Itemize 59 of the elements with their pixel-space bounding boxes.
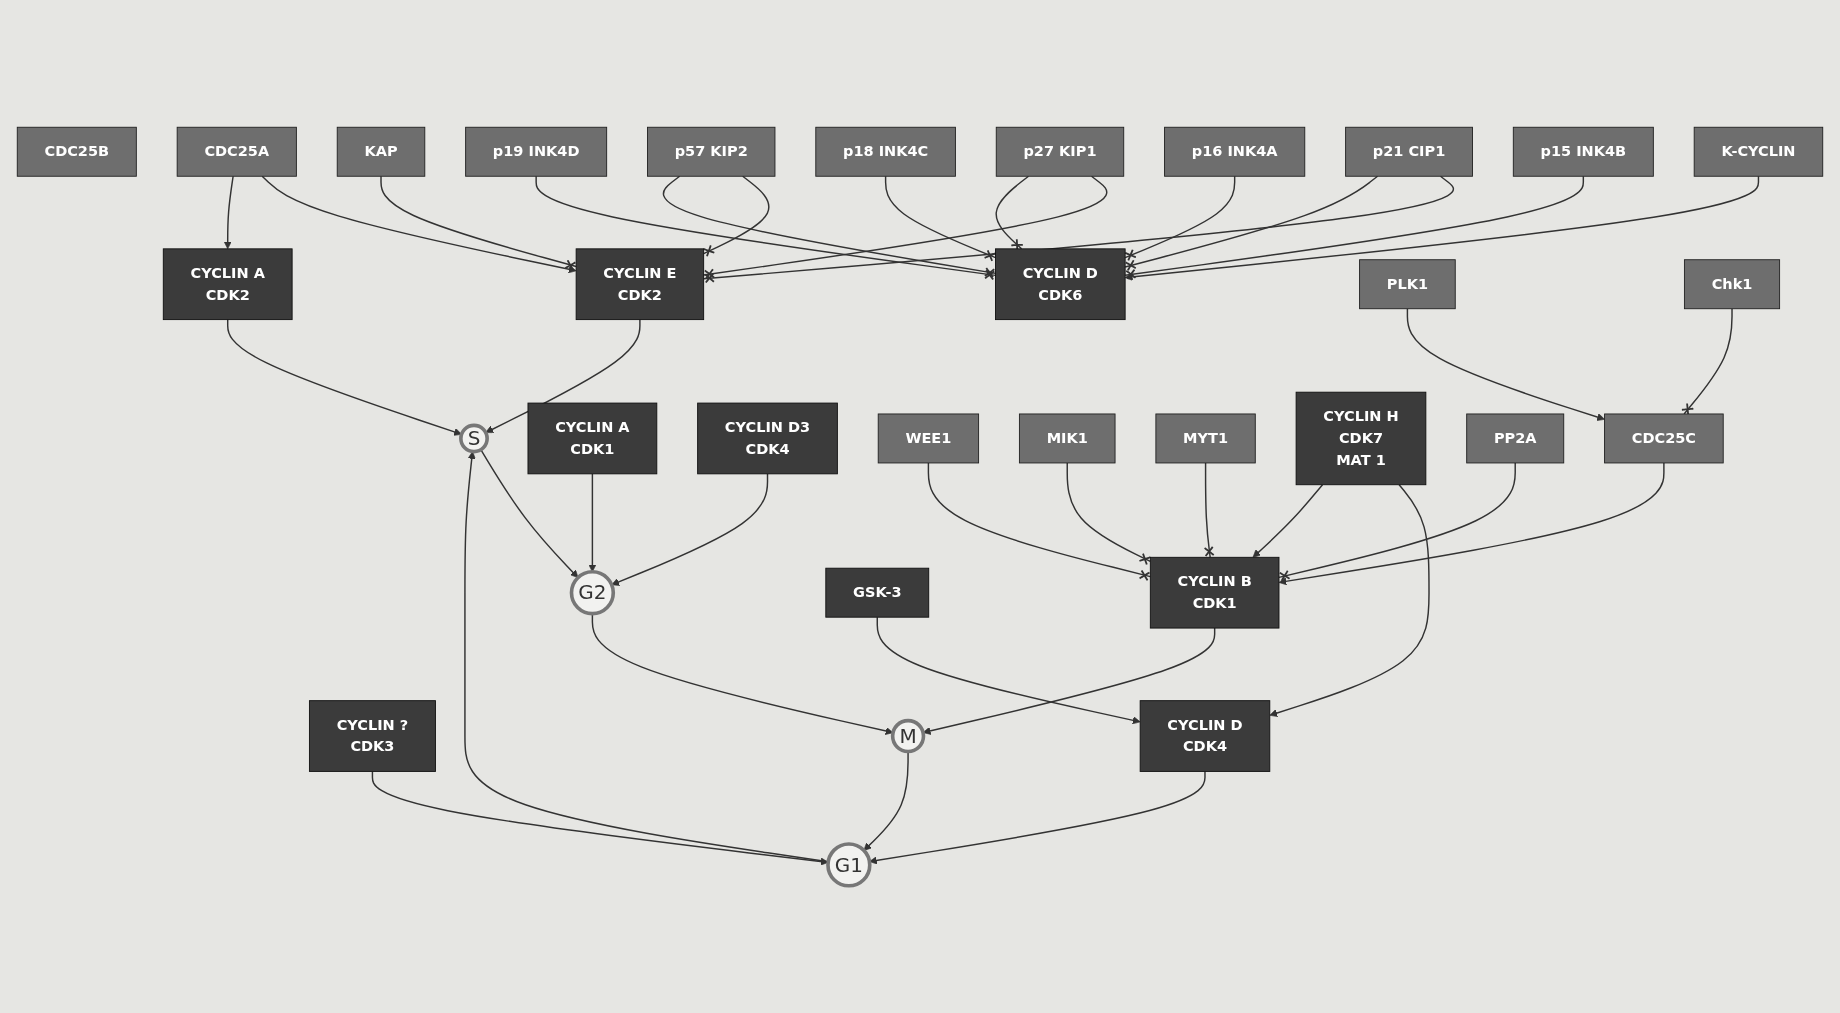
node-box: CYCLIN A CDK2 — [162, 248, 293, 321]
arrow — [876, 616, 1141, 725]
node-circle: G2 — [569, 569, 616, 616]
connector — [535, 175, 997, 281]
node-box: CYCLIN E CDK2 — [575, 248, 705, 321]
node-box: p57 KIP2 — [647, 126, 776, 177]
node-box: MIK1 — [1018, 413, 1116, 464]
arrow — [485, 318, 641, 433]
arrow — [1124, 175, 1760, 281]
connector — [1124, 175, 1585, 280]
node-circle: M — [890, 718, 926, 754]
node-box: p16 INK4A — [1164, 126, 1306, 177]
node-box: K-CYCLIN — [1693, 126, 1824, 177]
connector — [1066, 462, 1152, 566]
arrow — [1406, 307, 1605, 421]
node-box: p15 INK4B — [1512, 126, 1654, 177]
node-box: CYCLIN ? CDK3 — [308, 700, 436, 772]
node-box: CYCLIN D CDK6 — [995, 248, 1126, 321]
node-box: CDC25C — [1604, 413, 1724, 464]
node-box: CYCLIN D3 CDK4 — [697, 402, 838, 475]
arrow — [223, 175, 234, 250]
node-box: p27 KIP1 — [995, 126, 1125, 177]
node-box: WEE1 — [877, 413, 980, 464]
connector — [1278, 462, 1516, 582]
connector — [927, 462, 1152, 582]
arrow — [588, 473, 597, 573]
node-box: CDC25A — [176, 126, 297, 177]
node-box: GSK-3 — [825, 567, 930, 618]
node-box: PLK1 — [1359, 259, 1456, 310]
connector — [702, 175, 1454, 284]
node-box: p19 INK4D — [465, 126, 608, 177]
arrow — [869, 770, 1206, 865]
connector — [1124, 175, 1379, 272]
connector — [380, 175, 577, 272]
node-box: PP2A — [1466, 413, 1565, 464]
connector — [702, 175, 1108, 280]
arrow — [227, 318, 462, 436]
node-box: MYT1 — [1155, 413, 1256, 464]
node-box: p18 INK4C — [815, 126, 956, 177]
connector — [1203, 462, 1215, 558]
node-box: CYCLIN A CDK1 — [527, 402, 658, 475]
node-box: CYCLIN B CDK1 — [1149, 556, 1280, 629]
arrow — [1252, 483, 1324, 558]
node-box: p21 CIP1 — [1345, 126, 1473, 177]
connector — [662, 175, 997, 279]
arrow — [261, 175, 577, 274]
connector — [702, 175, 770, 258]
node-circle: G1 — [826, 842, 872, 888]
node-box: CYCLIN D CDK4 — [1139, 700, 1271, 772]
node-box: KAP — [336, 126, 426, 177]
arrow — [611, 473, 769, 586]
node-box: CYCLIN H CDK7 MAT 1 — [1295, 391, 1427, 486]
node-circle: S — [459, 423, 489, 454]
node-box: CDC25B — [16, 126, 137, 177]
node-box: Chk1 — [1683, 259, 1781, 310]
arrow — [1269, 483, 1430, 717]
connector — [884, 175, 997, 262]
arrow — [1278, 462, 1665, 586]
connector — [1124, 175, 1236, 262]
